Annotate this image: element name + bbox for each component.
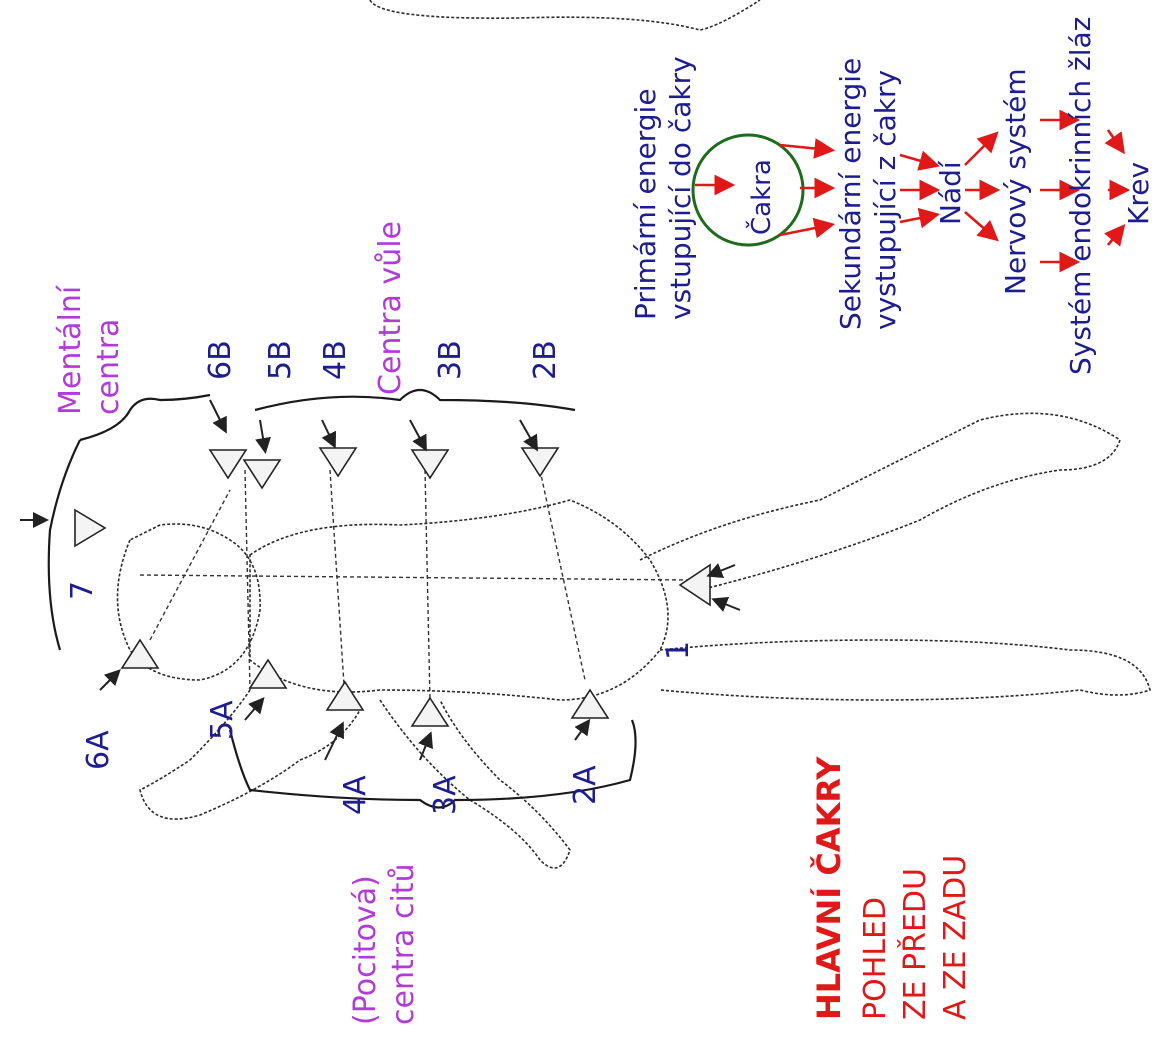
mental-centers-label-2: centra (91, 319, 126, 415)
chakra-4b-label: 4B (318, 340, 353, 380)
endocrine-system-label: Systém endokrinních žláz (1064, 17, 1097, 375)
feeling-centers-label-1: (Pocitová) (348, 875, 383, 1025)
top-figure-fragment (370, 0, 760, 30)
chakra-2a-label: 2A (568, 765, 603, 805)
chakra-6b-label: 6B (203, 340, 238, 380)
chakra-6a-label: 6A (81, 730, 116, 770)
nadi-label: Nádí (934, 160, 967, 225)
funnel-5b (244, 460, 280, 488)
secondary-energy-label-1: Sekundární energie (834, 58, 867, 330)
funnel-7 (75, 510, 105, 546)
chakra-3b-label: 3B (433, 340, 468, 380)
feeling-centers-label-2: centra citů (386, 863, 421, 1025)
funnel-3b (412, 450, 448, 478)
funnel-2b (522, 448, 558, 476)
nervous-system-label: Nervový systém (999, 68, 1032, 295)
funnel-6b (210, 450, 246, 478)
funnel-1 (680, 565, 710, 605)
primary-energy-label-1: Primární energie (629, 88, 662, 320)
chakra-1-label: 1 (661, 641, 696, 660)
funnel-3a (412, 698, 448, 726)
funnel-2a (572, 690, 608, 718)
caption-line-2: POHLED (858, 897, 893, 1020)
caption-line-4: A ZE ZADU (938, 855, 973, 1020)
secondary-energy-label-2: vystupující z čakry (869, 70, 902, 330)
caption-title: HLAVNÍ ČAKRY (809, 756, 848, 1020)
cakra-label: Čakra (745, 159, 777, 235)
chakra-funnels (75, 448, 710, 726)
chakra-4a-label: 4A (338, 775, 373, 815)
chakra-2b-label: 2B (528, 340, 563, 380)
mental-centers-label-1: Mentální (53, 284, 88, 415)
chakra-5a-label: 5A (205, 700, 240, 740)
caption: HLAVNÍ ČAKRY POHLED ZE PŘEDU A ZE ZADU (809, 756, 973, 1020)
blood-label: Krev (1122, 162, 1152, 225)
chakra-3a-label: 3A (428, 775, 463, 815)
body-figure (118, 413, 1151, 868)
chakra-5b-label: 5B (263, 340, 298, 380)
chakra-7-label: 7 (65, 581, 100, 600)
will-centers-label: Centra vůle (373, 221, 408, 395)
funnel-4a (327, 682, 363, 710)
funnel-4b (320, 448, 356, 476)
caption-line-3: ZE PŘEDU (897, 868, 933, 1020)
energy-flow-diagram: Primární energie vstupující do čakry Čak… (629, 17, 1152, 375)
